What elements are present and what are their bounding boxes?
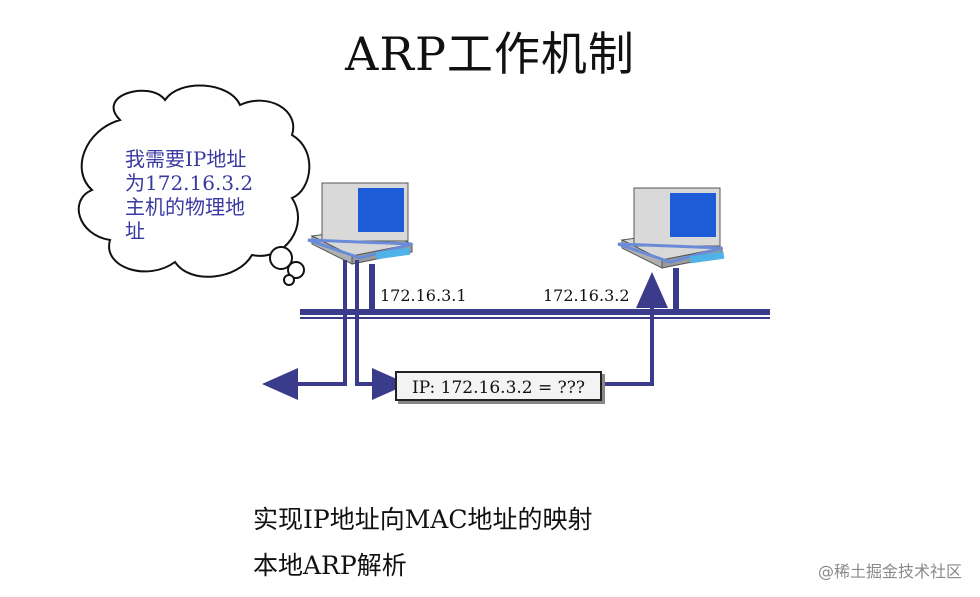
thought-line: 址 [125, 219, 145, 243]
arrow-icon [355, 260, 408, 400]
arp-request-packet: IP: 172.16.3.2 = ??? [395, 371, 602, 401]
thought-line: 为172.16.3.2 [125, 171, 254, 195]
computer-icon [307, 182, 414, 312]
watermark: @稀土掘金技术社区 [817, 562, 962, 581]
thought-bubble-text: 我需要IP地址 为172.16.3.2 主机的物理地 址 [125, 147, 295, 243]
host-a-ip-label: 172.16.3.1 [380, 286, 467, 305]
caption-local-arp: 本地ARP解析 [253, 551, 407, 580]
thought-cloud-icon [77, 84, 311, 286]
arrow-icon [604, 272, 668, 386]
caption-mapping: 实现IP地址向MAC地址的映射 [253, 505, 593, 534]
arrow-icon [262, 260, 347, 400]
thought-line: 主机的物理地 [125, 195, 245, 219]
host-b-ip-label: 172.16.3.2 [543, 286, 630, 305]
computer-icon [617, 187, 725, 312]
network-bus [300, 309, 770, 319]
thought-line: 我需要IP地址 [125, 147, 247, 171]
page-title: ARP工作机制 [345, 27, 635, 81]
